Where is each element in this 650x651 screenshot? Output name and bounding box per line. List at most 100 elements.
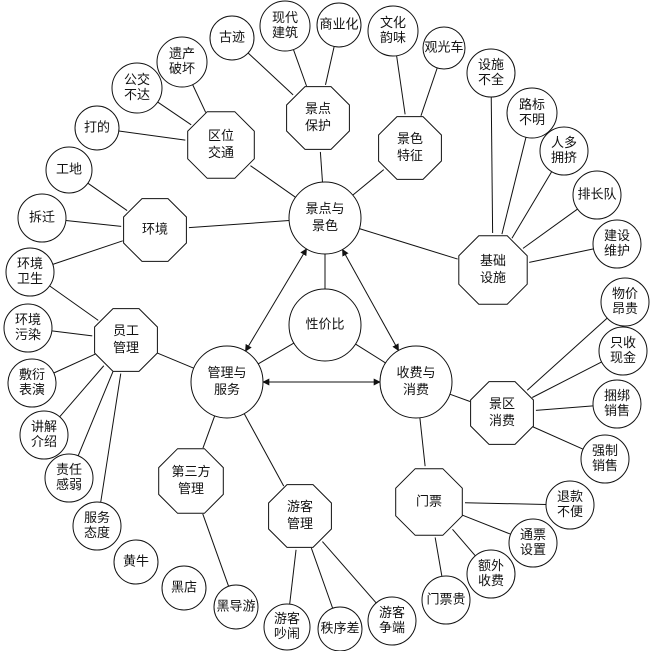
node-label: 消费 (489, 414, 515, 429)
node-label: 特征 (397, 149, 423, 164)
node-label: 通票 (520, 528, 546, 543)
edge-glfw-yggl (157, 352, 194, 369)
arrow-center-sfxf (342, 248, 399, 352)
edge-jqxf-wjag (526, 317, 608, 391)
node-label: 古迹 (219, 31, 245, 46)
circle-shape (156, 36, 208, 88)
node-hdian: 黑店 (161, 565, 207, 611)
node-label: 不达 (124, 88, 150, 103)
node-label: 景区 (489, 397, 515, 412)
circle-shape (5, 247, 55, 297)
node-label: 门票贵 (426, 593, 465, 608)
node-label: 感弱 (56, 477, 82, 493)
node-label: 建设 (604, 229, 630, 244)
node-label: 文化 (380, 16, 406, 31)
circle-shape (367, 5, 419, 57)
edge-mp-tpsz (462, 514, 511, 535)
octagon-shape (458, 235, 528, 305)
edge-center-hj (188, 220, 290, 229)
circle-shape (539, 126, 589, 176)
node-label: 韵味 (380, 31, 406, 46)
node-label: 不全 (478, 72, 504, 88)
edge-center-jdbh (319, 151, 323, 183)
circle-shape (545, 480, 595, 530)
edge-jcss-lbbm (501, 137, 527, 235)
circle-shape (598, 326, 648, 376)
node-label: 员工 (113, 324, 139, 339)
node-label: 遗产 (169, 47, 195, 62)
node-syh: 商业化 (316, 2, 362, 48)
node-label: 服务 (214, 382, 240, 398)
circle-shape (111, 62, 163, 114)
edge-hj-cq (65, 220, 122, 227)
edge-yggl-fwtd (100, 373, 122, 503)
node-label: 昂贵 (612, 302, 638, 317)
node-label: 吵闹 (274, 626, 300, 642)
octagon-shape (94, 308, 158, 372)
edge-sfxf-jqxf (449, 393, 471, 402)
node-label: 环境 (15, 313, 41, 328)
node-label: 强制 (592, 444, 618, 459)
edge-jcss-rdyj (511, 171, 553, 239)
circle-shape (17, 193, 67, 243)
node-label: 景色 (312, 218, 338, 234)
edge-hjws-yggl (49, 285, 99, 321)
edge-glfw-ykgl (243, 413, 285, 487)
node-label: 观光车 (424, 40, 463, 56)
node-label: 争端 (379, 621, 405, 636)
node-label: 公交 (124, 72, 150, 88)
node-label: 物价 (612, 287, 638, 302)
edge-qwjt-dd (118, 130, 186, 141)
node-label: 不明 (519, 113, 545, 128)
edge-mp-mpg (434, 537, 443, 577)
octagon-shape (378, 116, 442, 180)
edge-xjb-glfw (257, 342, 295, 365)
circle-shape (259, 0, 311, 52)
edge-hj-hjws (52, 240, 123, 265)
octagon-shape (123, 198, 187, 262)
edge-jstz-whyw (396, 55, 406, 115)
edge-ykgl-ykzd (322, 541, 377, 604)
node-label: 设施 (478, 58, 504, 73)
circle-shape (161, 565, 207, 611)
node-label: 基础 (480, 254, 506, 269)
circle-shape (506, 87, 558, 139)
edge-glfw-dsf (202, 415, 216, 449)
node-label: 景点 (305, 102, 331, 117)
arrow-center-glfw (245, 248, 307, 352)
node-label: 区位 (208, 129, 234, 144)
circle-shape (572, 170, 622, 220)
circle-shape (209, 15, 255, 61)
node-label: 工地 (56, 163, 82, 178)
node-label: 黑导游 (216, 600, 255, 615)
node-label: 环境 (142, 223, 168, 238)
circle-shape (600, 277, 650, 327)
circle-shape (580, 434, 630, 484)
edge-mp-tkbb (464, 502, 547, 505)
node-label: 拥挤 (551, 151, 577, 166)
node-zxc: 秩序差 (317, 606, 363, 651)
node-label: 景点与 (305, 202, 344, 217)
node-label: 游客 (274, 611, 300, 627)
node-label: 态度 (84, 525, 110, 541)
node-label: 秩序差 (320, 622, 359, 637)
circle-shape (213, 584, 259, 630)
node-label: 管理 (113, 341, 139, 356)
node-cq: 拆迁 (17, 193, 67, 243)
circle-shape (466, 549, 516, 599)
edge-ykgl-zxc (310, 547, 334, 609)
node-label: 服务 (84, 510, 110, 526)
